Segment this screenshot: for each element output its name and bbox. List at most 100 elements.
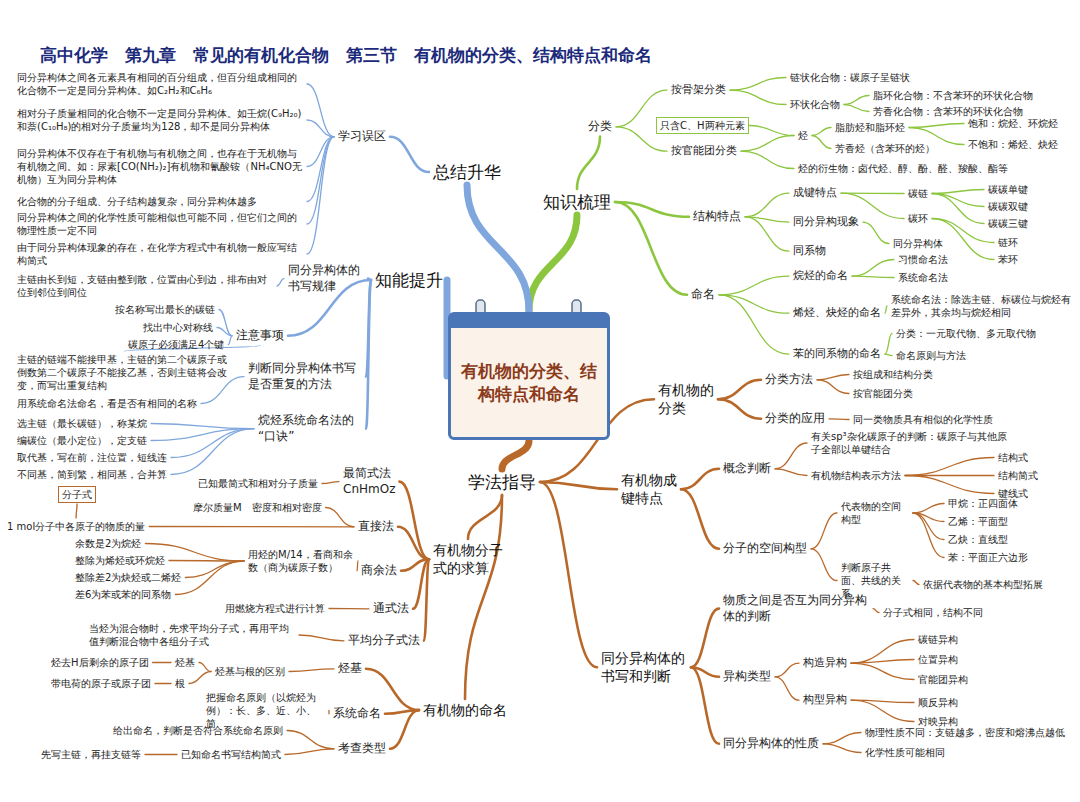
topic-node: 按骨架分类: [668, 82, 729, 98]
topic-text: 学法指导: [468, 471, 536, 493]
topic-node: 系统命名法: [895, 270, 951, 285]
topic-node: 苯：平面正六边形: [945, 550, 1031, 565]
topic-node: 化学性质可能相同: [862, 745, 948, 760]
topic-text: 芳香化合物：含苯环的环状化合物: [873, 105, 1023, 118]
branch-line: [775, 443, 807, 469]
topic-node: 碳碳双键: [985, 199, 1031, 214]
topic-text: 主链由长到短，支链由整到散，位置由心到边，排布由对位到邻位到间位: [17, 273, 273, 299]
topic-node: 分类方法: [762, 371, 816, 389]
branch-line: [465, 495, 502, 699]
page-title: 高中化学 第九章 常见的有机化合物 第三节 有机物的分类、结构特点和命名: [40, 44, 652, 67]
topic-text: 烃: [798, 129, 808, 142]
topic-node: 构型异构: [800, 692, 850, 708]
topic-text: 同分异构体不仅存在于有机物与有机物之间，也存在于无机物与有机物之间。如：尿素[C…: [17, 147, 303, 186]
topic-text: 烃基: [338, 661, 362, 677]
topic-node: 分子的空间构型: [720, 540, 810, 558]
topic-node: 平均分子式法: [345, 632, 423, 650]
branch-line: [718, 380, 761, 399]
topic-node: 概念判断: [720, 460, 774, 478]
topic-node: 同分异构体之间各元素具有相同的百分组成，但百分组成相同的化合物不一定是同分异构体…: [14, 70, 306, 98]
topic-text: 同分异构体之间各元素具有相同的百分组成，但百分组成相同的化合物不一定是同分异构体…: [17, 71, 303, 97]
branch-line: [817, 380, 849, 394]
branch-line: [844, 96, 869, 105]
topic-text: 甲烷：正四面体: [948, 497, 1018, 510]
topic-node: 烷烃系统命名法的“口诀”: [255, 412, 365, 445]
branch-line: [577, 137, 600, 189]
branch-topic: 知能提升: [372, 268, 446, 292]
branch-topic: 同分异构体的书写和判断: [598, 648, 690, 686]
topic-text: 根: [175, 677, 185, 690]
topic-text: 链环: [998, 236, 1018, 249]
branch-topic: 有机物的分类: [655, 380, 717, 418]
branch-line: [153, 662, 171, 663]
topic-node: 烃基: [172, 655, 198, 670]
topic-text: 差6为苯或苯的同系物: [75, 588, 171, 601]
branch-line: [217, 328, 232, 336]
topic-text: 同分异构现象: [793, 215, 859, 229]
topic-text: 概念判断: [723, 461, 771, 477]
branch-line: [730, 78, 786, 91]
topic-text: 结构特点: [693, 209, 741, 225]
topic-node: 1 mol分子中各原子的物质的量: [4, 519, 148, 534]
branch-line: [730, 90, 786, 104]
topic-node: 分子式相同，结构不同: [880, 605, 986, 620]
topic-text: 结构式: [998, 451, 1028, 464]
topic-node: 芳香烃（含苯环的烃）: [832, 141, 938, 156]
topic-text: 按官能团分类: [671, 144, 737, 158]
topic-text: 整除差2为炔烃或二烯烃: [75, 571, 181, 584]
topic-node: 烃基与根的区别: [212, 664, 288, 679]
topic-text: 分类方法: [765, 372, 813, 388]
topic-node: 注意事项: [233, 327, 287, 345]
branch-line: [307, 137, 334, 224]
topic-text: 已知最简式和相对分子质量: [198, 477, 318, 490]
topic-node: 苯环: [995, 252, 1021, 267]
topic-node: 烷烃的命名: [790, 268, 851, 284]
topic-node: 取代基，写在前，注位置，短线连: [14, 450, 170, 465]
branch-line: [287, 731, 334, 749]
topic-node: 不同基，简到繁，相同基，合并算: [14, 467, 170, 482]
branch-line: [329, 608, 369, 610]
branch-line: [171, 429, 254, 475]
topic-text: 苯：平面正六边形: [948, 551, 1028, 564]
topic-text: 1 mol分子中各原子的物质的量: [7, 520, 145, 533]
topic-text: 苯的同系物的命名: [793, 347, 881, 361]
branch-line: [307, 120, 334, 137]
branch-line: [745, 217, 789, 251]
topic-text: 同系物: [793, 244, 826, 258]
topic-node: 摩尔质量M 密度和相对密度: [190, 500, 325, 515]
topic-text: 有机物的分类、结构特点和命名: [461, 360, 597, 404]
topic-text: 碳碳双键: [988, 200, 1028, 213]
topic-node: 带电荷的原子或原子团: [48, 676, 154, 691]
branch-line: [540, 482, 617, 489]
branch-line: [913, 513, 944, 558]
topic-node: 结构特点: [690, 208, 744, 226]
topic-text: 有机物结构表示方法: [811, 469, 901, 482]
branch-line: [718, 399, 761, 419]
branch-line: [851, 660, 914, 664]
topic-node: 相对分子质量相同的化合物不一定是同分异构体。如壬烷(C₉H₂₀)和萘(C₁₀H₈…: [14, 106, 306, 134]
topic-text: 用燃烧方程式进行计算: [225, 602, 325, 615]
topic-text: 化学性质可能相同: [865, 746, 945, 759]
topic-text: 学习误区: [338, 129, 386, 145]
branch-line: [909, 124, 964, 128]
branch-line: [719, 276, 789, 295]
topic-node: 差6为苯或苯的同系物: [72, 587, 174, 602]
topic-text: 余数是2为烷烃: [75, 537, 141, 550]
topic-text: 主链的链端不能接甲基，主链的第二个碳原子或倒数第二个碳原子不能接乙基，否则主链将…: [17, 353, 233, 392]
topic-text: 烃去H后剩余的原子团: [51, 656, 149, 669]
branch-line: [615, 202, 687, 295]
branch-line: [529, 215, 577, 311]
branch-line: [171, 429, 254, 458]
branch-line: [399, 482, 429, 560]
topic-node: 把握命名原则（以烷烃为例）：长、多、近、小、简: [203, 690, 328, 731]
topic-node: 烃的衍生物：卤代烃、醇、酚、醛、羧酸、酯等: [795, 161, 1011, 176]
topic-text: 只含C、H两种元素: [660, 119, 745, 132]
topic-text: 已知命名书写结构简式: [181, 748, 281, 761]
branch-line: [357, 561, 358, 571]
branch-line: [719, 295, 789, 354]
branch-line: [366, 669, 419, 710]
topic-text: 通式法: [373, 601, 409, 617]
topic-node: 苯的同系物的命名: [790, 346, 884, 362]
topic-text: 分子式: [62, 488, 92, 501]
topic-node: 已知命名书写结构简式: [178, 747, 284, 762]
